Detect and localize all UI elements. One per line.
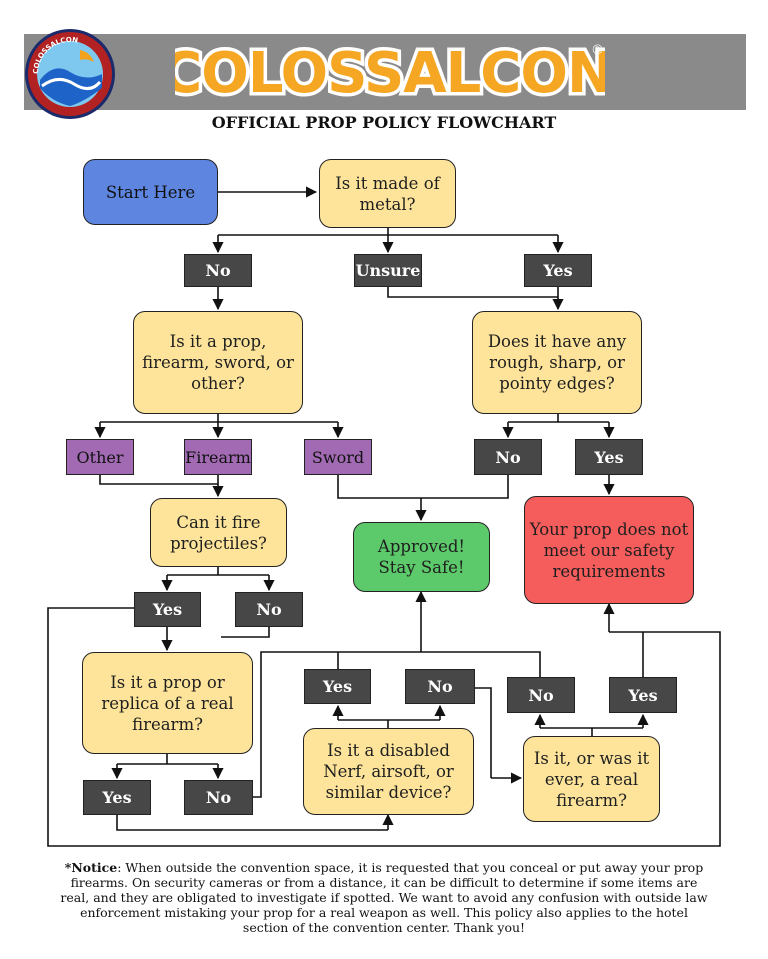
edges-yes-label: Yes bbox=[575, 439, 643, 475]
type-question: Is it a prop, firearm, sword, or other? bbox=[133, 311, 303, 414]
metal-question: Is it made of metal? bbox=[319, 159, 456, 228]
real-yes-label: Yes bbox=[609, 677, 677, 713]
category-firearm-label: Firearm bbox=[184, 439, 252, 475]
page-title: OFFICIAL PROP POLICY FLOWCHART bbox=[211, 113, 557, 132]
approved-node: Approved! Stay Safe! bbox=[353, 522, 490, 592]
brand-wordmark: COLOSSALCON ® bbox=[175, 38, 605, 108]
category-sword-label: Sword bbox=[304, 439, 372, 475]
colossalcon-logo: COLOSSALCON bbox=[25, 29, 115, 119]
metal-no-label: No bbox=[184, 254, 252, 287]
real-question: Is it, or was it ever, a real firearm? bbox=[523, 736, 660, 822]
metal-yes-label: Yes bbox=[524, 254, 592, 287]
edges-question: Does it have any rough, sharp, or pointy… bbox=[472, 311, 642, 414]
metal-unsure-label: Unsure bbox=[354, 254, 422, 287]
start-node: Start Here bbox=[83, 159, 218, 225]
registered-mark: ® bbox=[591, 43, 604, 58]
replica-no-label: No bbox=[184, 780, 253, 815]
fire-question: Can it fire projectiles? bbox=[150, 498, 287, 567]
replica-question: Is it a prop or replica of a real firear… bbox=[82, 652, 253, 754]
notice-body: : When outside the convention space, it … bbox=[60, 860, 708, 935]
fail-node: Your prop does not meet our safety requi… bbox=[524, 496, 694, 604]
brand-title: COLOSSALCON bbox=[175, 41, 605, 106]
fire-no-label: No bbox=[235, 592, 303, 627]
real-no-label: No bbox=[507, 677, 575, 713]
nerf-yes-label: Yes bbox=[304, 669, 371, 704]
header-bar bbox=[24, 34, 746, 110]
replica-yes-label: Yes bbox=[83, 780, 151, 815]
fire-yes-label: Yes bbox=[134, 592, 201, 627]
notice-label: *Notice bbox=[64, 860, 118, 875]
edges-no-label: No bbox=[474, 439, 542, 475]
nerf-question: Is it a disabled Nerf, airsoft, or simil… bbox=[303, 728, 474, 815]
nerf-no-label: No bbox=[405, 669, 475, 704]
notice-text: *Notice: When outside the convention spa… bbox=[60, 860, 708, 935]
category-other-label: Other bbox=[66, 439, 134, 475]
